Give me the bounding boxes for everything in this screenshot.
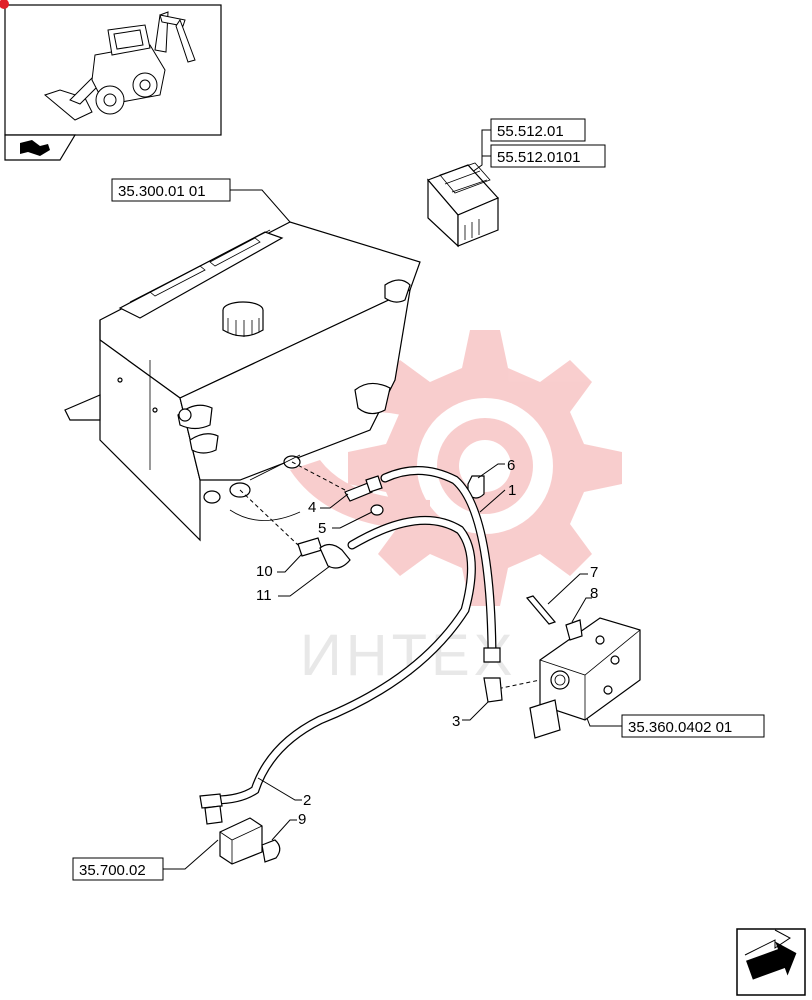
- callout-label-5: 5: [318, 520, 326, 537]
- callout-label-3: 3: [452, 713, 460, 730]
- callout-3[interactable]: 3: [452, 701, 489, 730]
- fitting-4: [344, 475, 383, 502]
- callout-4[interactable]: 4: [308, 493, 349, 516]
- callout-label-6: 6: [507, 457, 515, 474]
- tank-ref-label: 35.300.01 01: [118, 183, 206, 200]
- callout-label-1: 1: [508, 482, 516, 499]
- callout-7[interactable]: 7: [547, 564, 598, 605]
- fitting-10: [297, 537, 323, 557]
- callout-label-10: 10: [256, 563, 273, 580]
- callout-8[interactable]: 8: [571, 585, 598, 623]
- callout-5[interactable]: 5: [318, 511, 373, 537]
- hose-1: [380, 465, 501, 663]
- callout-1[interactable]: 1: [479, 482, 516, 513]
- elbow-11: [319, 543, 351, 569]
- callout-label-2: 2: [303, 792, 311, 809]
- valve-ref-label: 35.360.0402 01: [628, 719, 732, 736]
- backhoe-loader-thumbnail-icon: [43, 11, 196, 121]
- callout-label-11: 11: [256, 587, 272, 604]
- callout-10[interactable]: 10: [256, 553, 303, 580]
- next-page-arrow-icon[interactable]: [736, 928, 806, 996]
- elbow-3: [483, 677, 503, 703]
- block-ref-label: 35.700.02: [79, 862, 146, 879]
- connector-block: [219, 817, 281, 865]
- callout-11[interactable]: 11: [256, 565, 331, 604]
- switch-ref-box-1[interactable]: 55.512.01: [490, 118, 586, 142]
- hydraulic-tank: [64, 221, 421, 542]
- callout-label-9: 9: [298, 811, 306, 828]
- rocker-switch: [426, 162, 500, 248]
- callout-2[interactable]: 2: [257, 777, 311, 809]
- callout-label-4: 4: [308, 499, 316, 516]
- block-ref-box[interactable]: 35.700.02: [72, 857, 164, 881]
- callout-9[interactable]: 9: [271, 811, 306, 841]
- tank-ref-box[interactable]: 35.300.01 01: [111, 178, 231, 202]
- ref-leaders: [163, 129, 622, 870]
- navigation-arrow-icon[interactable]: [20, 140, 50, 156]
- switch-ref-label-1: 55.512.01: [497, 123, 564, 140]
- switch-ref-box-2[interactable]: 55.512.0101: [490, 144, 606, 168]
- switch-ref-label-2: 55.512.0101: [497, 149, 580, 166]
- valve-ref-box[interactable]: 35.360.0402 01: [621, 714, 765, 738]
- callout-6[interactable]: 6: [477, 457, 515, 479]
- callout-label-7: 7: [590, 564, 598, 581]
- hose-2: [199, 515, 476, 825]
- valve-block: [525, 595, 641, 739]
- seal-5: [370, 504, 384, 516]
- callout-label-8: 8: [590, 585, 598, 602]
